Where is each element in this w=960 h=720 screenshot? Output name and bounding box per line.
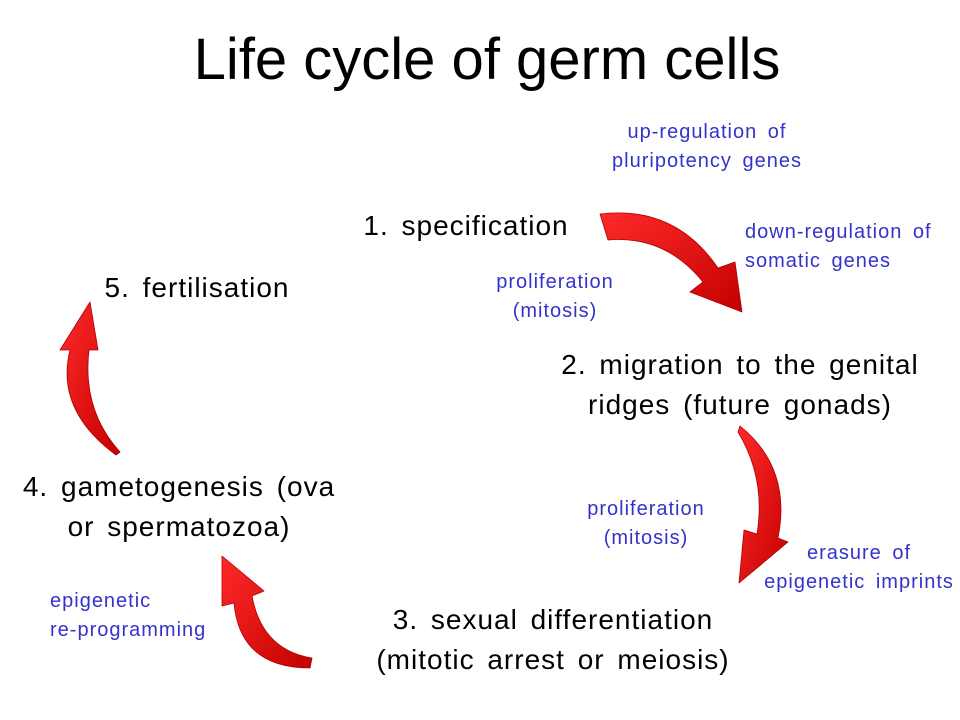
annotation-proliferation-2: proliferation (mitosis) xyxy=(566,495,726,553)
arrow-differentiation-to-gametogenesis xyxy=(221,555,313,669)
annotation-imprints: erasure of epigenetic imprints xyxy=(759,539,959,597)
arrow-specification-to-migration xyxy=(599,212,743,313)
arrow-migration-to-differentiation xyxy=(737,425,789,584)
annotation-line: erasure of xyxy=(806,542,912,564)
annotation-line: (mitosis) xyxy=(512,300,598,322)
annotation-line: up-regulation of xyxy=(627,121,787,143)
stage-3-line-1: 3. sexual differentiation xyxy=(392,604,714,635)
annotation-line: proliferation xyxy=(587,498,705,520)
stage-2-line-1: 2. migration to the genital xyxy=(561,349,919,380)
stage-1-line-1: 1. specification xyxy=(363,210,569,241)
stage-4-line-1: 4. gametogenesis (ova xyxy=(22,471,336,502)
stage-2-line-2: ridges (future gonads) xyxy=(588,389,892,420)
stage-3-sexual-differentiation: 3. sexual differentiation (mitotic arres… xyxy=(343,600,763,680)
annotation-line: re-programming xyxy=(50,619,207,641)
annotation-somatic: down-regulation of somatic genes xyxy=(745,218,955,276)
annotation-pluripotency: up-regulation of pluripotency genes xyxy=(597,118,817,176)
stage-3-line-2: (mitotic arrest or meiosis) xyxy=(376,644,730,675)
stage-1-specification: 1. specification xyxy=(336,206,596,246)
arrow-gametogenesis-to-fertilisation xyxy=(59,301,121,456)
stage-2-migration: 2. migration to the genital ridges (futu… xyxy=(530,345,950,425)
stage-4-gametogenesis: 4. gametogenesis (ova or spermatozoa) xyxy=(4,467,354,547)
annotation-line: epigenetic imprints xyxy=(764,571,954,593)
annotation-reprogramming: epigenetic re-programming xyxy=(50,587,240,645)
stage-4-line-2: or spermatozoa) xyxy=(67,511,291,542)
annotation-proliferation-1: proliferation (mitosis) xyxy=(475,268,635,326)
stage-5-line-1: 5. fertilisation xyxy=(104,272,290,303)
slide-title: Life cycle of germ cells xyxy=(193,27,781,92)
annotation-line: epigenetic xyxy=(50,590,152,612)
annotation-line: proliferation xyxy=(496,271,614,293)
annotation-line: (mitosis) xyxy=(603,527,689,549)
stage-5-fertilisation: 5. fertilisation xyxy=(77,268,317,308)
annotation-line: down-regulation of xyxy=(745,221,932,243)
annotation-line: pluripotency genes xyxy=(612,150,802,172)
annotation-line: somatic genes xyxy=(745,250,891,272)
